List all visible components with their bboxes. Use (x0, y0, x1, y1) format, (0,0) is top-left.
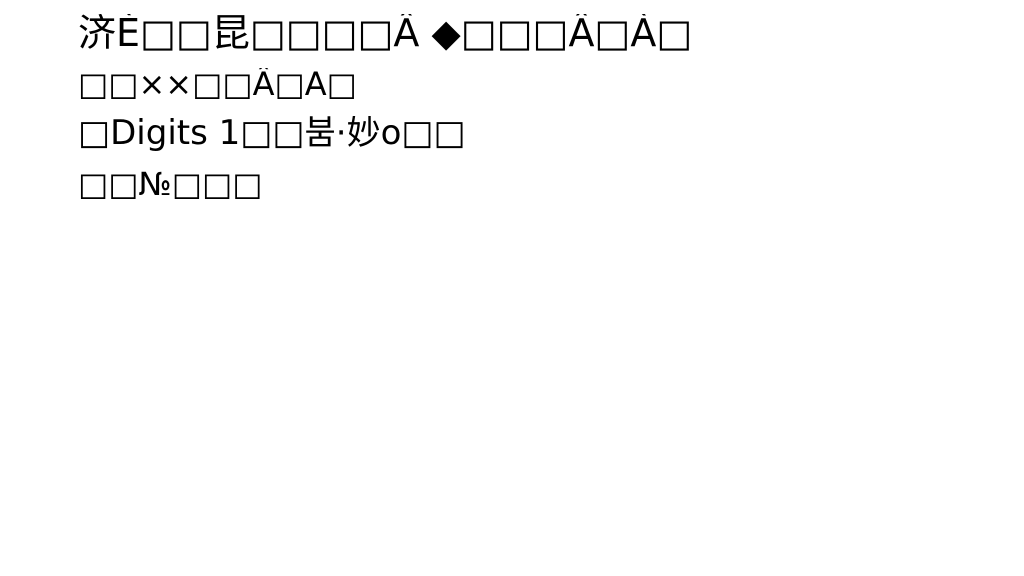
text-line-3: □Digits 1□□붐·妙o□□ (78, 116, 466, 153)
text-line-4: □□№□□□ (78, 168, 263, 203)
text-line-2: □□⨯⨯□□Â□A□ (78, 68, 357, 103)
text-line-1: 济È□□昆□□□□Â ◆□□□Â□À□ (78, 14, 693, 55)
